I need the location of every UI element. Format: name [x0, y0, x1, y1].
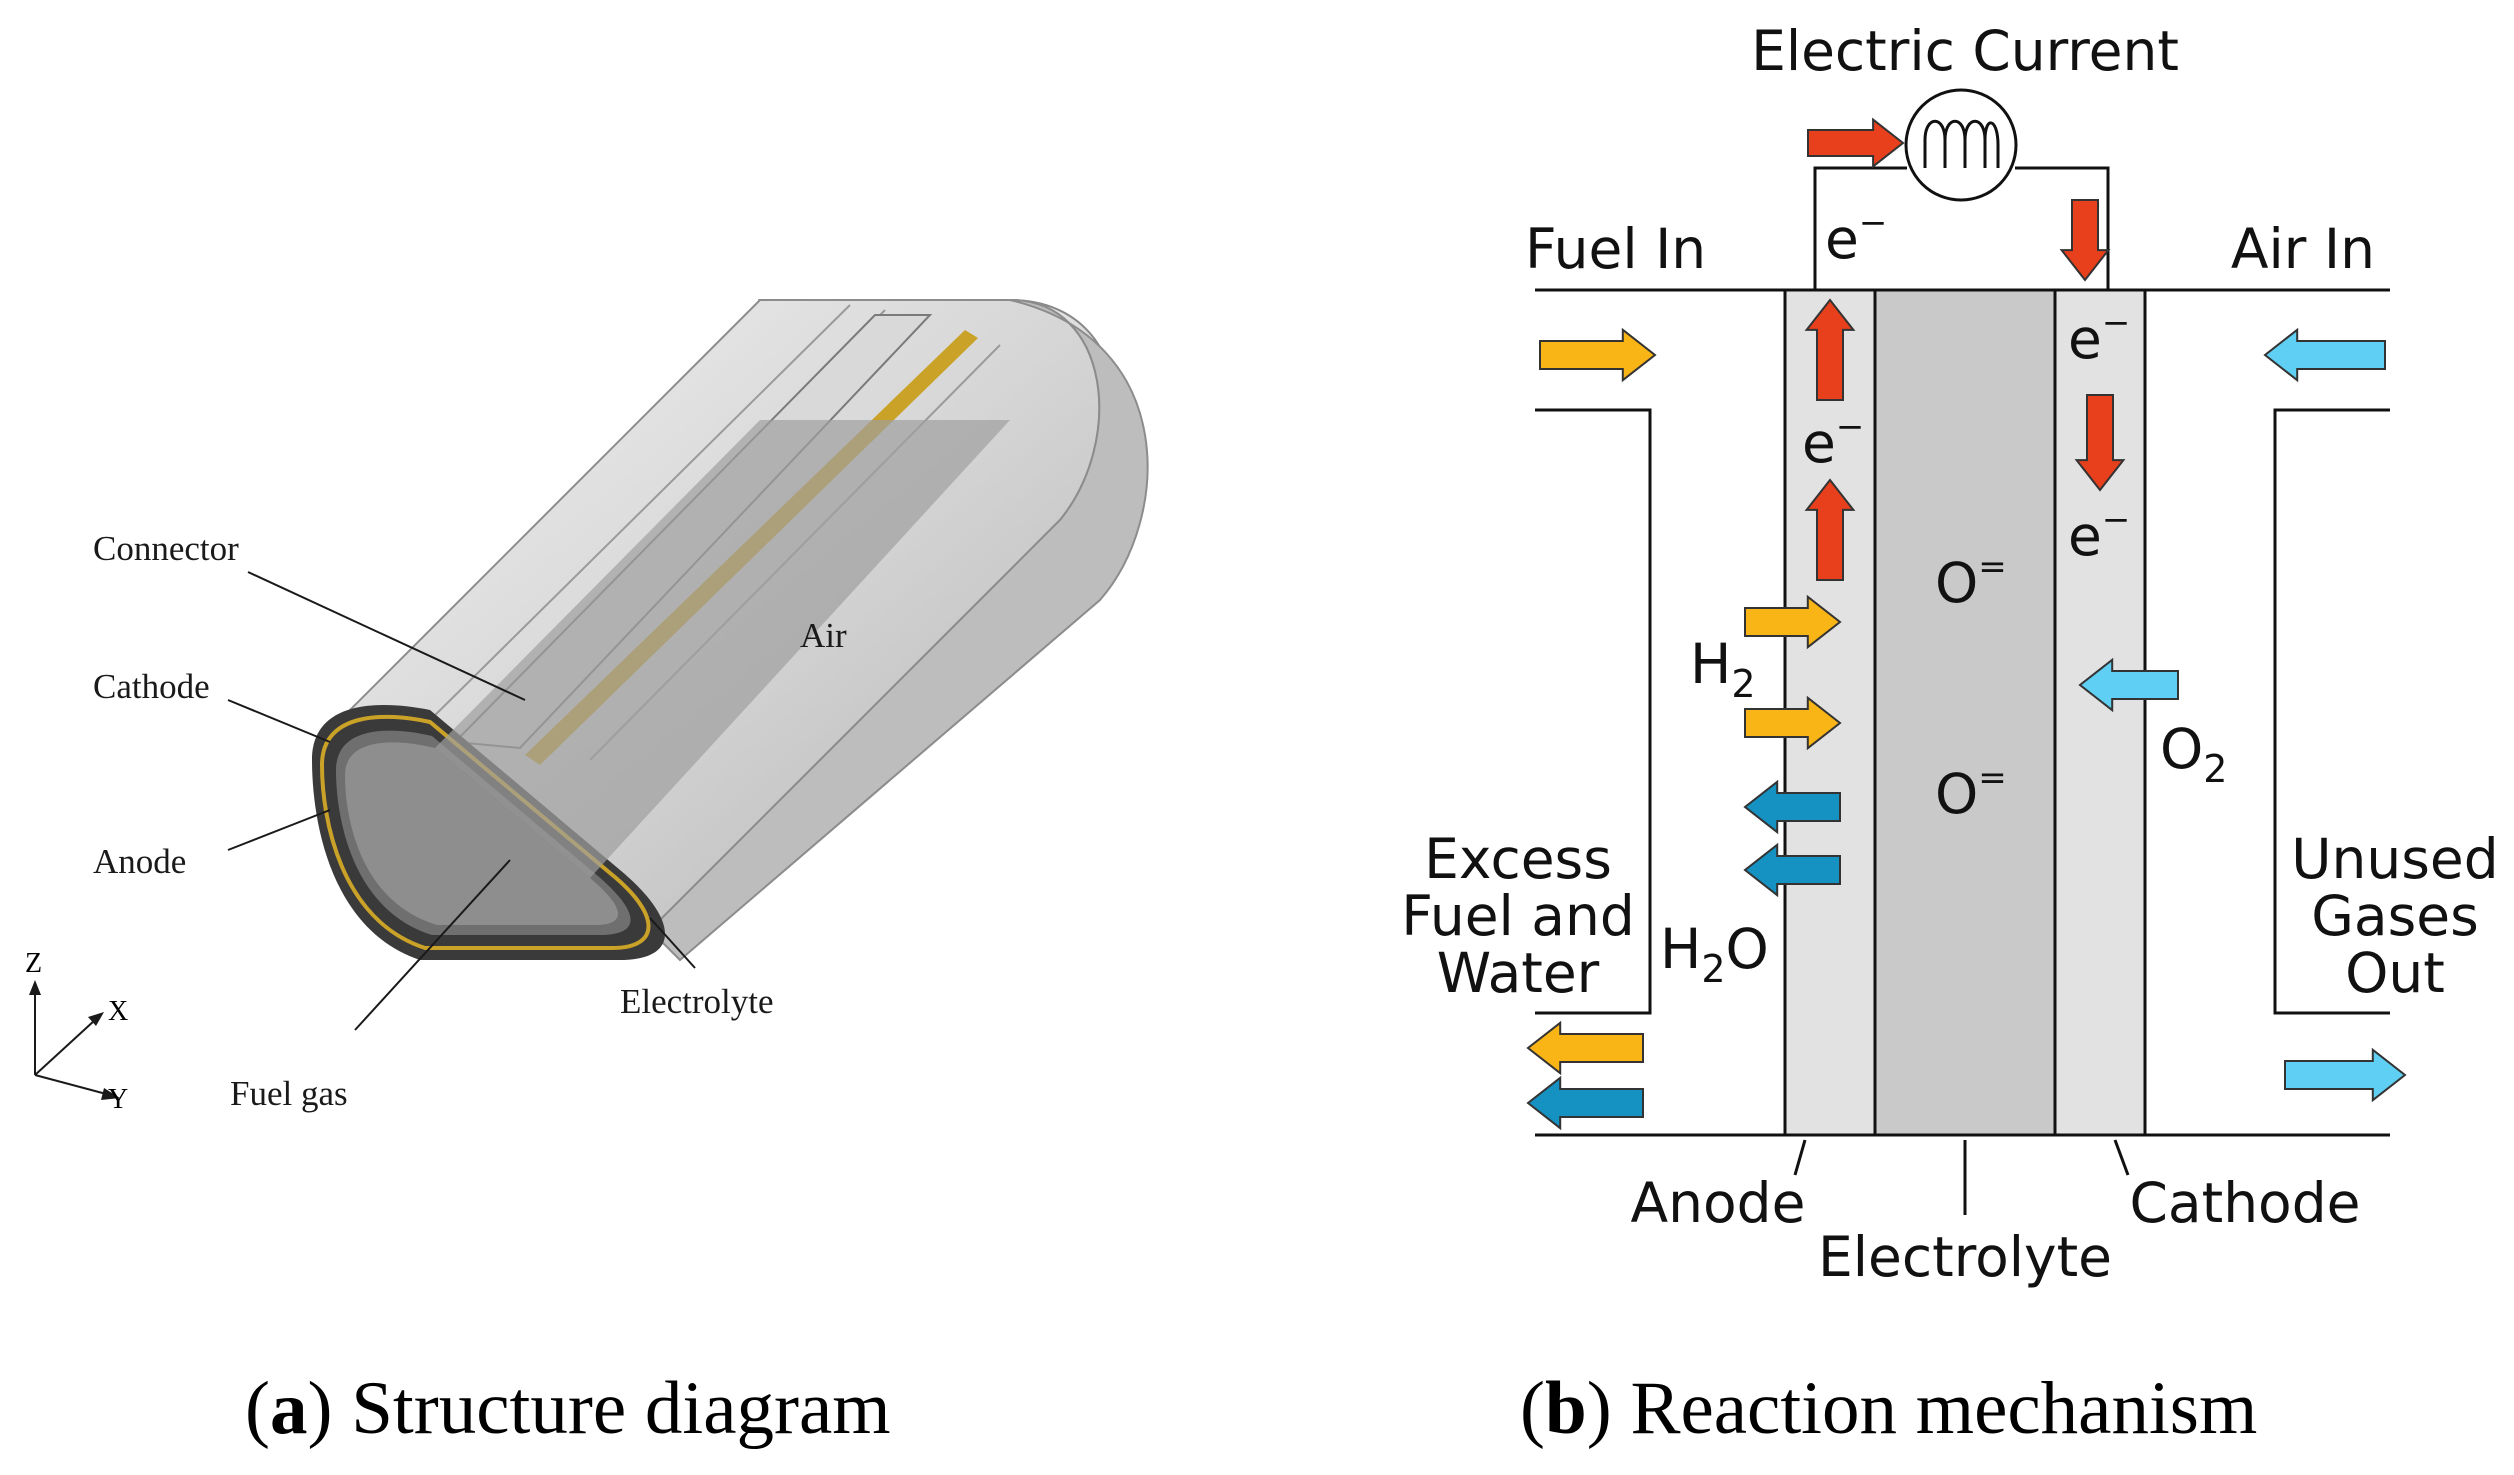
h2-arrow-1: [1744, 594, 1842, 650]
label-connector: Connector: [93, 529, 239, 568]
electron-label-4: e−: [2068, 500, 2130, 568]
svg-text:Water: Water: [1437, 941, 1600, 1005]
fuel-in-label: Fuel In: [1525, 217, 1706, 281]
svg-text:Excess: Excess: [1424, 827, 1612, 891]
fuel-cell-tube-3d: [312, 299, 1149, 962]
oxide-ion-label-1: O=: [1935, 547, 2007, 615]
axis-y-label: Y: [108, 1084, 128, 1115]
water-arrow-2: [1743, 842, 1841, 898]
bulb-icon: [1904, 88, 2018, 202]
current-arrow-right: [2059, 199, 2111, 282]
axis-x-label: X: [108, 996, 128, 1027]
flow-arrows: [1526, 117, 2407, 1131]
fuel-out-arrow: [1526, 1020, 1644, 1076]
anode-label: Anode: [1631, 1171, 1806, 1235]
layer-label-ticks: [1793, 1139, 2130, 1215]
leader-lines: [227, 571, 696, 1031]
h2-label: H2: [1690, 632, 1756, 706]
excess-fuel-label: Excess Fuel and Water: [1401, 827, 1635, 1005]
label-air: Air: [800, 616, 847, 655]
o2-label: O2: [2160, 717, 2227, 791]
water-out-arrow: [1526, 1075, 1644, 1131]
axis-z-label: Z: [25, 948, 42, 979]
air-in-arrow: [2263, 327, 2386, 383]
label-anode: Anode: [93, 842, 186, 881]
coordinate-axes: [29, 980, 120, 1100]
caption-b: (b) Reaction mechanism: [1520, 1367, 2257, 1450]
caption-b-text: Reaction mechanism: [1630, 1367, 2257, 1450]
panel-a-structure: Connector Cathode Anode Fuel gas Electro…: [25, 299, 1149, 1450]
cathode-label: Cathode: [2130, 1171, 2361, 1235]
oxide-ion-label-2: O=: [1935, 758, 2007, 826]
h2o-label: H2O: [1660, 917, 1769, 991]
h2-arrow-2: [1744, 695, 1842, 751]
air-out-arrow: [2284, 1047, 2407, 1103]
panel-b-reaction: Electric Current Fuel In Air In e− e− e−…: [1401, 19, 2498, 1450]
caption-a-letter: a: [270, 1367, 308, 1450]
electron-arrow-anode-1: [1804, 298, 1856, 401]
label-cathode: Cathode: [93, 667, 210, 706]
caption-a-text: Structure diagram: [351, 1367, 890, 1450]
svg-text:Unused: Unused: [2291, 827, 2498, 891]
o2-arrow: [2078, 657, 2179, 713]
current-arrow-top: [1807, 117, 1905, 169]
svg-text:Gases: Gases: [2311, 884, 2478, 948]
electron-label-3: e−: [2068, 303, 2130, 371]
fuel-in-arrow: [1539, 327, 1657, 383]
channel-walls: [1535, 166, 2390, 1137]
water-arrow-1: [1743, 779, 1841, 835]
air-in-label: Air In: [2231, 217, 2375, 281]
label-electrolyte: Electrolyte: [620, 982, 774, 1021]
electric-current-label: Electric Current: [1751, 19, 2179, 83]
electron-label-2: e−: [1802, 407, 1864, 475]
electrolyte-layer: [1873, 288, 2057, 1137]
svg-text:Out: Out: [2345, 941, 2445, 1005]
electrolyte-label: Electrolyte: [1818, 1225, 2112, 1289]
caption-b-letter: b: [1545, 1367, 1587, 1450]
caption-a: (a) Structure diagram: [245, 1367, 891, 1450]
unused-gases-label: Unused Gases Out: [2291, 827, 2498, 1005]
electron-arrow-cathode-1: [2074, 394, 2126, 492]
electron-label-1: e−: [1825, 203, 1887, 271]
electron-arrow-anode-2: [1804, 478, 1856, 581]
svg-text:Fuel and: Fuel and: [1401, 884, 1635, 948]
label-fuel-gas: Fuel gas: [230, 1074, 348, 1113]
